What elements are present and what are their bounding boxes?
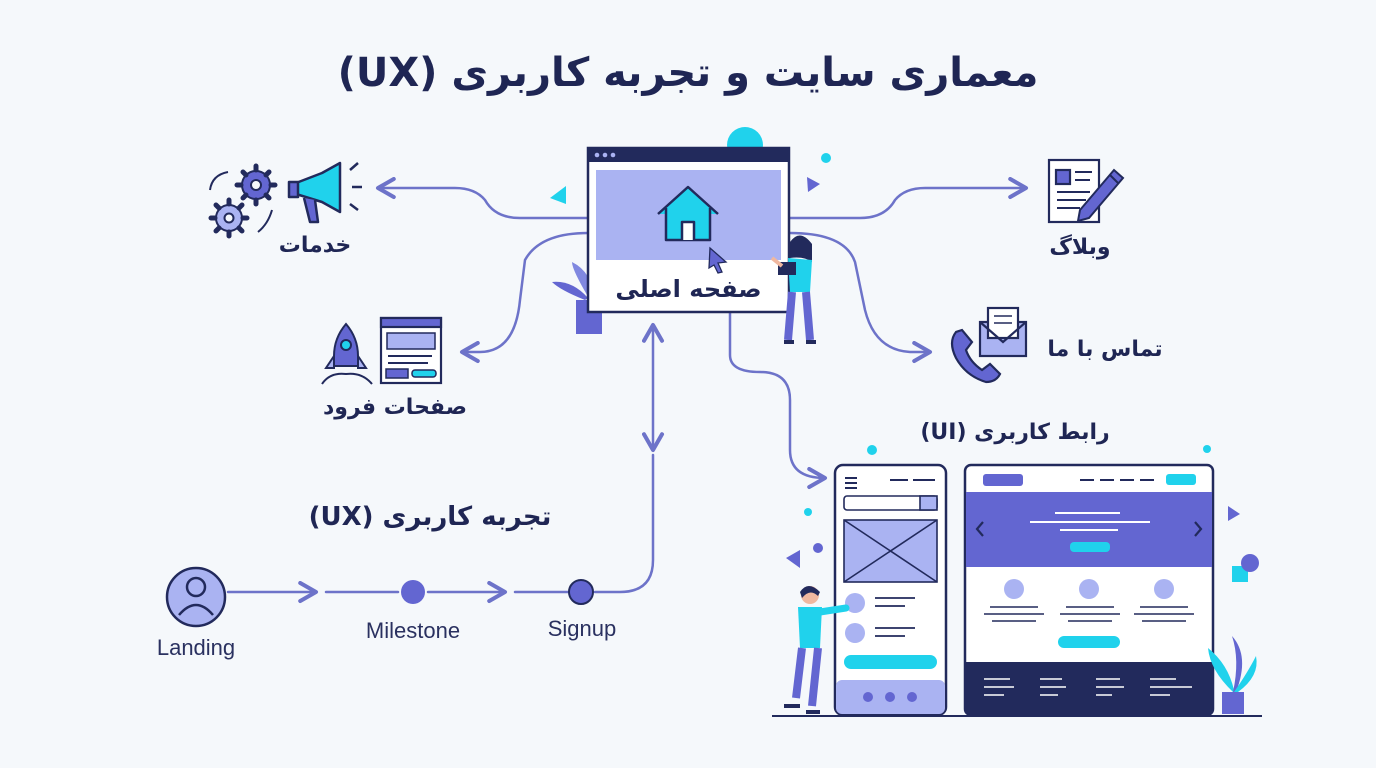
- refresh-arrow-icon: [209, 171, 229, 191]
- signup-node: [568, 579, 594, 605]
- decor-triangle: [550, 186, 566, 204]
- decor-dot: [813, 543, 823, 553]
- person-pointing: [784, 586, 850, 714]
- page-title: معماری سایت و تجربه کاربری (UX): [337, 50, 1039, 96]
- gear-icon: [208, 197, 250, 239]
- decor-triangle: [786, 550, 800, 568]
- services-label: خدمات: [278, 233, 352, 258]
- milestone-node: [401, 580, 425, 604]
- connector-ui: [728, 310, 828, 490]
- envelope-icon: [978, 306, 1028, 358]
- blog-label: وبلاگ: [1049, 235, 1111, 260]
- refresh-arrow-icon: [257, 209, 273, 233]
- gear-icon: [234, 163, 278, 207]
- ui-label: رابط کاربری (UI): [920, 420, 1110, 445]
- decor-dot: [867, 445, 877, 455]
- journey-step-landing: Landing: [156, 635, 236, 660]
- connector-blog: [788, 176, 1029, 220]
- contact-label: تماس با ما: [1047, 337, 1163, 362]
- plant-icon: [1208, 636, 1257, 714]
- cursor-icon: [708, 246, 728, 274]
- landing-page-icon: [379, 316, 443, 385]
- rocket-icon: [321, 322, 373, 385]
- decor-square: [1232, 566, 1248, 582]
- decor-dot: [1203, 445, 1211, 453]
- connector-contact: [788, 231, 933, 364]
- landing-user-icon: [165, 566, 227, 628]
- person-with-tablet: [770, 235, 816, 344]
- connector-landing-pages: [459, 231, 590, 364]
- decor-triangle: [1228, 506, 1240, 521]
- home-label: صفحه اصلی: [615, 275, 762, 303]
- decor-dot: [804, 508, 812, 516]
- desktop-mockup: [963, 463, 1215, 717]
- megaphone-icon: [287, 161, 362, 224]
- connector-ux-signup: [593, 453, 655, 594]
- home-icon: [657, 185, 719, 242]
- decor-dot: [821, 153, 831, 163]
- connector-services: [375, 176, 590, 220]
- pencil-icon: [1076, 168, 1125, 223]
- journey-step-milestone: Milestone: [365, 618, 461, 643]
- home-browser-window: [586, 146, 791, 314]
- mobile-mockup: [833, 463, 948, 717]
- blog-document-icon: [1047, 158, 1101, 224]
- phone-icon: [950, 328, 1002, 384]
- decor-triangle: [807, 177, 820, 192]
- landing-pages-label: صفحات فرود: [322, 395, 468, 420]
- ux-label: تجربه کاربری (UX): [308, 502, 552, 532]
- decor-dot: [1241, 554, 1259, 572]
- journey-step-signup: Signup: [547, 616, 617, 641]
